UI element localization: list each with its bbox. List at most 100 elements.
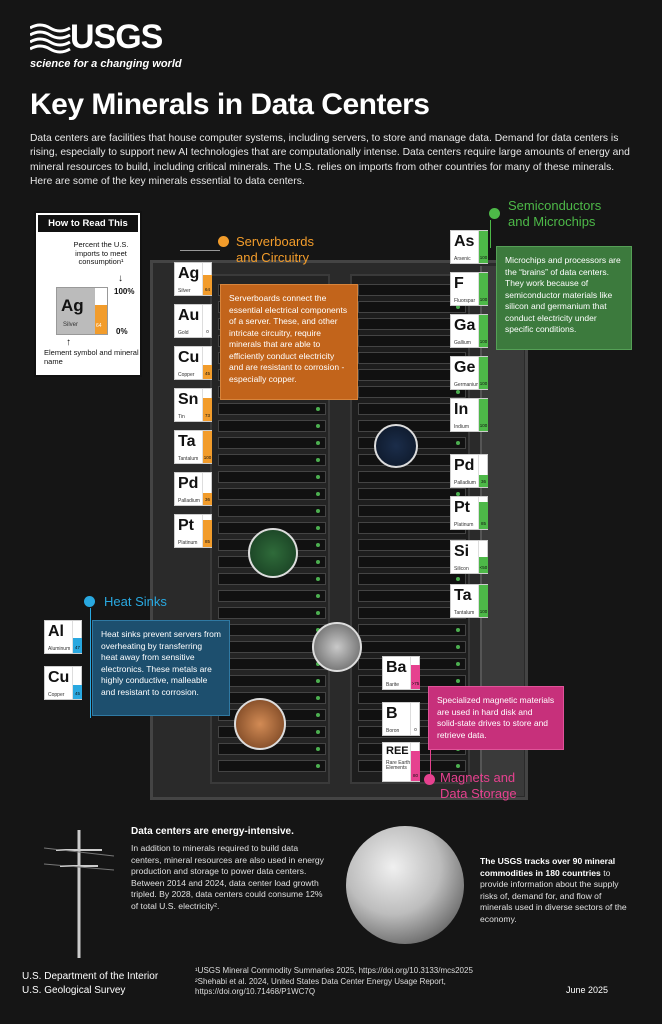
import-percent: 100 [479, 423, 488, 428]
energy-title: Data centers are energy-intensive. [131, 826, 294, 837]
mineral-symbol: Ag [178, 265, 200, 282]
import-bar: 100 [478, 399, 488, 431]
serverboards-description: Serverboards connect the essential elect… [220, 284, 358, 400]
semiconductors-title-line1: Semiconductors [508, 198, 602, 213]
server-unit [218, 505, 326, 517]
server-unit [218, 675, 326, 687]
mineral-name: Copper [48, 692, 65, 698]
mineral-name: Palladium [454, 480, 476, 486]
import-percent: 80 [412, 773, 418, 778]
server-unit [358, 488, 466, 500]
server-unit [358, 386, 466, 398]
magnets-title: Magnets and Data Storage [440, 770, 517, 802]
mineral-name: Platinum [178, 540, 198, 546]
mineral-symbol: Cu [48, 669, 70, 686]
semiconductors-title: Semiconductors and Microchips [508, 198, 601, 230]
serverboards-marker [218, 236, 229, 247]
status-led [316, 424, 320, 428]
energy-text: In addition to minerals required to buil… [131, 843, 324, 911]
mineral-symbol: Ge [454, 359, 476, 376]
import-bar-fill [479, 399, 488, 431]
import-percent: 45 [204, 371, 210, 376]
label-100: 100% [114, 287, 135, 296]
status-led [316, 560, 320, 564]
logo-tagline: science for a changing world [30, 58, 182, 70]
import-bar: 45 [72, 667, 82, 699]
status-led [316, 509, 320, 513]
mineral-symbol: Ba [386, 659, 407, 676]
reference-1[interactable]: ¹USGS Mineral Commodity Summaries 2025, … [195, 966, 473, 975]
import-percent: <50 [479, 565, 488, 570]
mineral-name: Barite [386, 682, 400, 688]
tracking-text: The USGS tracks over 90 mineral commodit… [480, 856, 632, 926]
example-name: Silver [63, 322, 79, 328]
mineral-name: Platinum [454, 522, 474, 528]
example-tile: Ag Silver 64 [56, 287, 108, 335]
import-bar-fill [203, 493, 212, 505]
status-led [456, 679, 460, 683]
mineral-name: Silicon [454, 566, 469, 572]
status-led [316, 679, 320, 683]
import-percent: 45 [74, 691, 80, 696]
import-bar-fill [479, 502, 488, 529]
import-bar-fill [479, 273, 488, 305]
down-arrow-icon: ↓ [118, 273, 123, 284]
import-bar: 47 [72, 621, 82, 653]
server-unit [218, 624, 326, 636]
status-led [456, 645, 460, 649]
import-bar-fill [203, 275, 212, 295]
import-bar-fill [411, 665, 420, 689]
import-bar: 80 [410, 743, 420, 781]
import-percent: 0 [206, 329, 209, 334]
reference-2[interactable]: ²Shehabi et al. 2024, United States Data… [195, 976, 446, 997]
element-label: Element symbol and mineral name [44, 348, 139, 366]
footer-department: U.S. Department of the Interior U.S. Geo… [22, 970, 158, 998]
server-unit [218, 437, 326, 449]
import-bar: 73 [202, 389, 212, 421]
server-unit [218, 760, 326, 772]
status-led [316, 730, 320, 734]
import-percent: 36 [204, 497, 210, 502]
serverboards-title: Serverboards and Circuitry [236, 234, 314, 266]
import-percent: 100 [203, 455, 212, 460]
connector-line [180, 250, 220, 251]
magnets-title-line1: Magnets and [440, 770, 516, 785]
magnets-marker [424, 774, 435, 785]
connector-line [490, 220, 491, 248]
status-led [316, 764, 320, 768]
import-bar: 100 [478, 273, 488, 305]
status-led [456, 764, 460, 768]
status-led [316, 594, 320, 598]
import-bar: 100 [478, 357, 488, 389]
import-percent: 73 [204, 413, 210, 418]
import-percent: 100 [479, 297, 488, 302]
import-bar-fill [203, 365, 212, 379]
status-led [456, 628, 460, 632]
import-bar-fill [203, 398, 212, 421]
import-bar: 100 [202, 431, 212, 463]
import-percent: 100 [479, 609, 488, 614]
import-bar: 64 [202, 263, 212, 295]
import-bar: 0 [410, 703, 419, 735]
mineral-symbol: In [454, 401, 469, 418]
mineral-name: Gallium [454, 340, 471, 346]
mineral-symbol: Sn [178, 391, 199, 408]
import-bar-fill [411, 751, 420, 781]
microchip-image [374, 424, 418, 468]
server-unit [218, 403, 326, 415]
semiconductors-title-line2: and Microchips [508, 214, 596, 229]
serverboards-title-line1: Serverboards [236, 234, 315, 249]
usgs-logo[interactable]: USGS science for a changing world [30, 18, 182, 76]
mineral-symbol: Si [454, 543, 470, 560]
server-unit [218, 420, 326, 432]
status-led [316, 475, 320, 479]
